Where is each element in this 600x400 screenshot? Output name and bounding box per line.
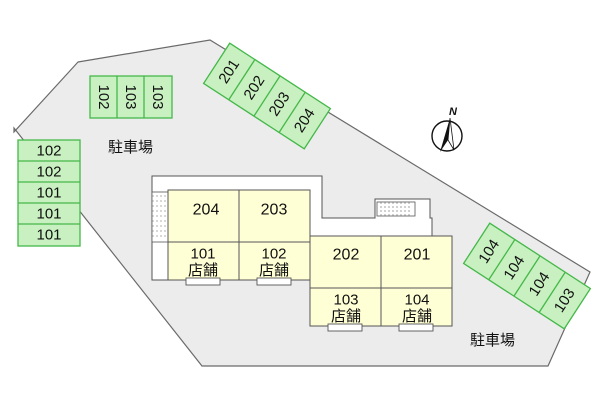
shop-type: 店舗 xyxy=(402,307,432,325)
shop-number: 101 xyxy=(190,246,215,263)
entrance-step xyxy=(185,277,221,286)
entrance-step xyxy=(398,323,434,332)
parking-space-label: 103 xyxy=(122,84,139,109)
parking-space-label: 101 xyxy=(36,206,61,223)
shop-number: 102 xyxy=(261,246,286,263)
parking-area-label: 駐車場 xyxy=(108,138,153,156)
parking-group-top: 102 103 103 xyxy=(89,75,173,119)
shop-number: 103 xyxy=(333,292,358,309)
shop-102 xyxy=(238,241,311,281)
entrance-step xyxy=(327,323,363,332)
shop-type: 店舗 xyxy=(331,307,361,325)
shop-type: 店舗 xyxy=(259,261,289,279)
unit-201 xyxy=(380,235,453,289)
parking-group-diagonal-right: 104 104 104 103 xyxy=(462,222,592,330)
unit-label: 202 xyxy=(333,247,360,264)
unit-label: 201 xyxy=(404,247,431,264)
parking-space-label: 101 xyxy=(36,185,61,202)
stairs-left xyxy=(151,191,169,243)
parking-space-label: 103 xyxy=(149,84,166,109)
parking-space-label: 101 xyxy=(36,227,61,244)
stairs-right xyxy=(376,201,416,217)
shop-type: 店舗 xyxy=(188,261,218,279)
shop-number: 104 xyxy=(404,292,429,309)
unit-label: 203 xyxy=(261,202,288,219)
unit-204 xyxy=(167,189,240,243)
parking-space-label: 102 xyxy=(36,143,61,160)
building: 204 203 202 201 101 店舗 102 店舗 103 店舗 104… xyxy=(151,175,453,332)
north-label: N xyxy=(449,106,458,118)
shop-104 xyxy=(380,287,453,327)
unit-203 xyxy=(238,189,311,243)
entrance-step xyxy=(256,277,292,286)
unit-label: 204 xyxy=(193,202,220,219)
unit-202 xyxy=(309,235,382,289)
parking-group-diagonal-top: 201 202 203 204 xyxy=(202,42,332,150)
parking-space-label: 102 xyxy=(36,164,61,181)
parking-group-left: 102 102 101 101 101 xyxy=(17,139,81,247)
parking-space-label: 102 xyxy=(95,84,112,109)
parking-area-label: 駐車場 xyxy=(470,331,515,349)
north-arrow-icon: N xyxy=(431,106,463,152)
